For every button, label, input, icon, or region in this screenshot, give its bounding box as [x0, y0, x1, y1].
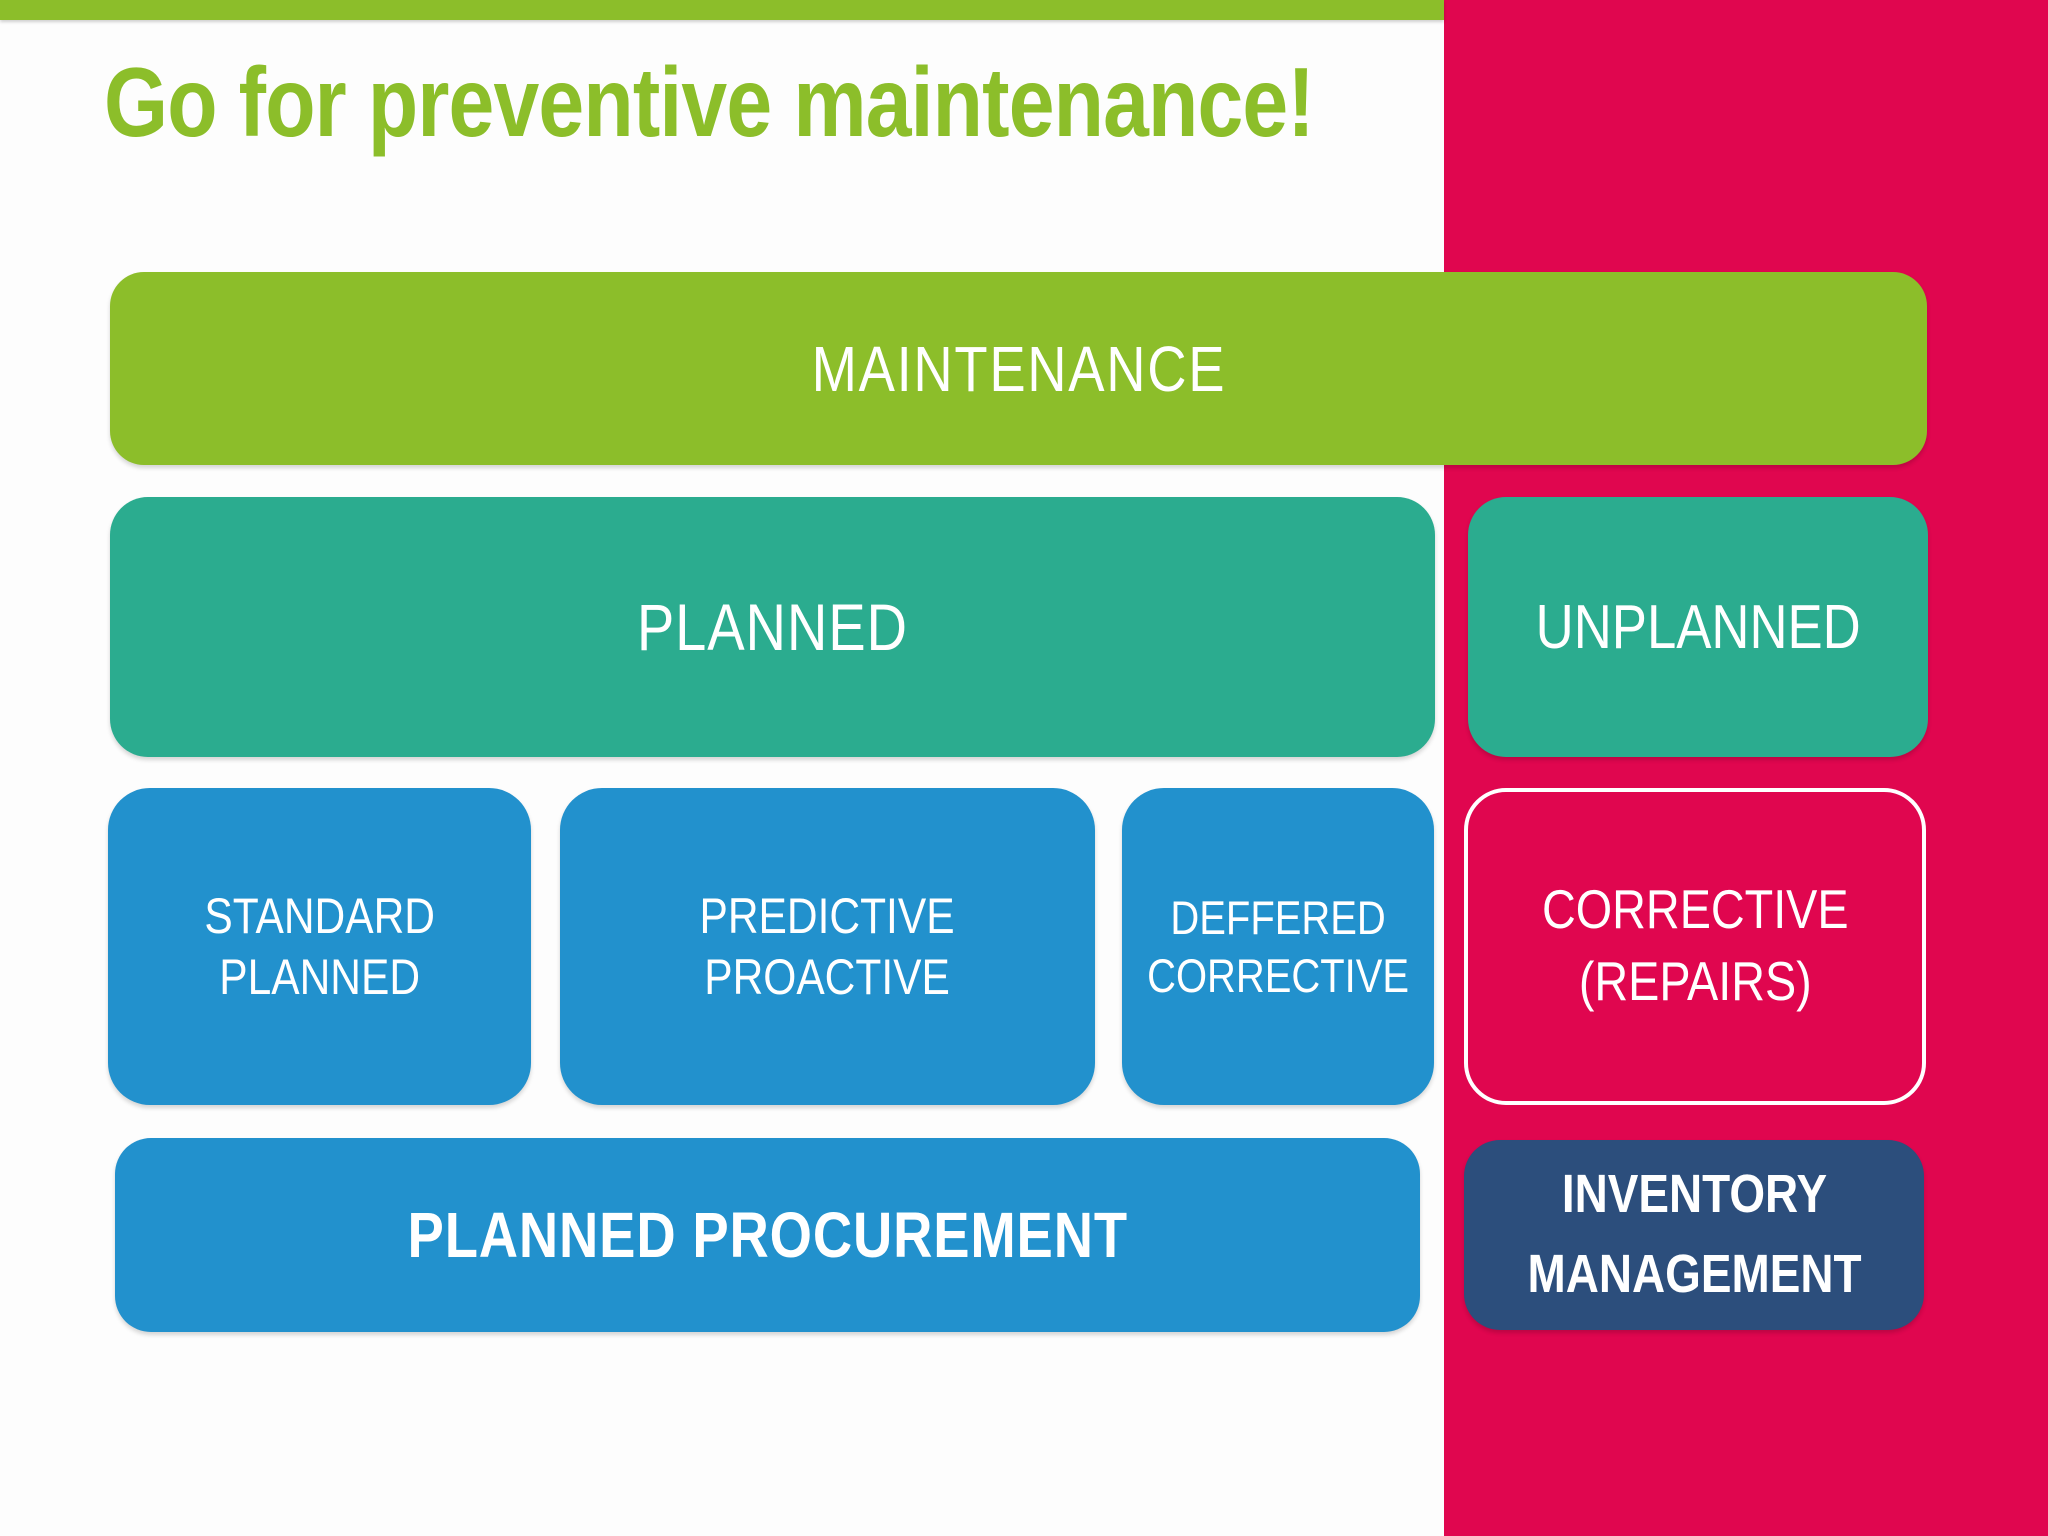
maintenance-box: MAINTENANCE — [110, 272, 1927, 465]
deffered-corrective-label: DEFFERED CORRECTIVE — [1147, 889, 1409, 1004]
predictive-proactive-label: PREDICTIVE PROACTIVE — [700, 886, 955, 1008]
standard-planned-box: STANDARD PLANNED — [108, 788, 531, 1105]
top-accent-bar — [0, 0, 1444, 20]
inventory-management-line2: MANAGEMENT — [1526, 1244, 1862, 1304]
standard-planned-line1: STANDARD — [204, 887, 435, 944]
corrective-repairs-line1: CORRECTIVE — [1541, 878, 1849, 940]
corrective-repairs-line2: (REPAIRS) — [1578, 949, 1812, 1012]
inventory-management-box: INVENTORY MANAGEMENT — [1464, 1140, 1924, 1330]
standard-planned-label: STANDARD PLANNED — [204, 886, 435, 1008]
inventory-management-line1: INVENTORY — [1561, 1164, 1827, 1225]
corrective-repairs-box: CORRECTIVE (REPAIRS) — [1464, 788, 1926, 1105]
corrective-repairs-label: CORRECTIVE (REPAIRS) — [1542, 874, 1849, 1017]
page-title: Go for preventive maintenance! — [104, 46, 1544, 159]
predictive-proactive-line1: PREDICTIVE — [699, 887, 956, 944]
inventory-management-label: INVENTORY MANAGEMENT — [1527, 1155, 1861, 1315]
deffered-corrective-box: DEFFERED CORRECTIVE — [1122, 788, 1434, 1105]
planned-procurement-box: PLANNED PROCUREMENT — [115, 1138, 1420, 1332]
maintenance-label: MAINTENANCE — [811, 332, 1226, 405]
standard-planned-line2: PLANNED — [219, 948, 420, 1005]
unplanned-box: UNPLANNED — [1468, 497, 1928, 757]
unplanned-label: UNPLANNED — [1535, 592, 1861, 662]
page-title-text: Go for preventive maintenance! — [104, 47, 1315, 157]
deffered-corrective-line2: CORRECTIVE — [1147, 948, 1409, 1002]
predictive-proactive-box: PREDICTIVE PROACTIVE — [560, 788, 1095, 1105]
planned-box: PLANNED — [110, 497, 1435, 757]
predictive-proactive-line2: PROACTIVE — [704, 948, 951, 1005]
planned-procurement-label: PLANNED PROCUREMENT — [407, 1199, 1128, 1271]
deffered-corrective-line1: DEFFERED — [1170, 891, 1386, 945]
planned-label: PLANNED — [637, 590, 908, 664]
